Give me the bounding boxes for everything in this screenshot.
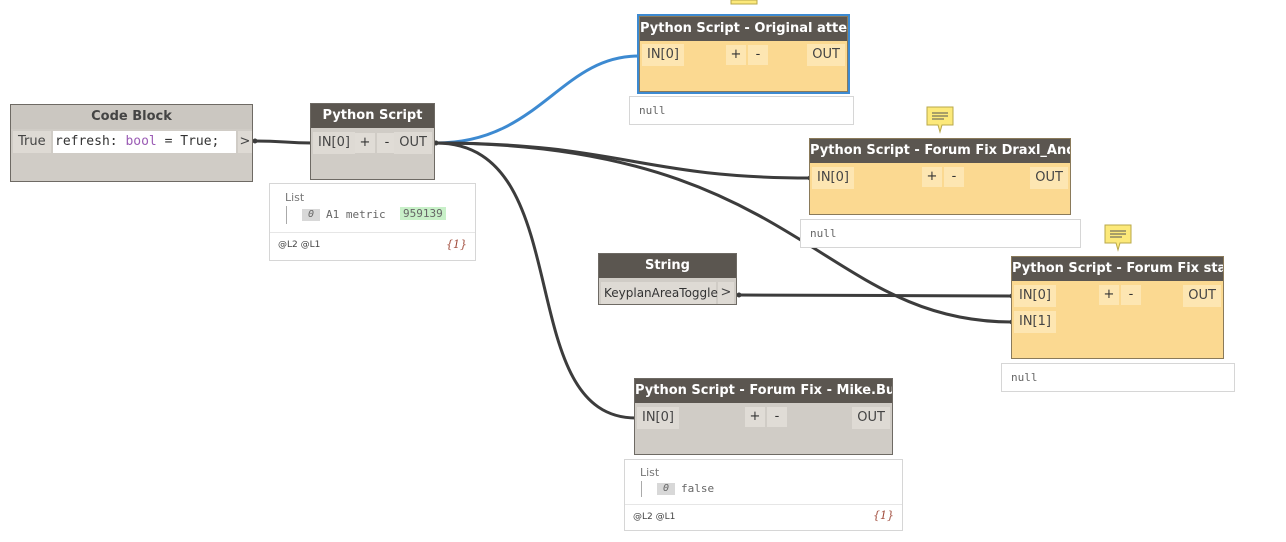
preview-value: 959139 [400, 207, 446, 220]
list-index: 0 [657, 483, 675, 495]
input-port-1[interactable]: IN[1] [1014, 311, 1056, 333]
draxl-preview: null [800, 219, 1081, 248]
input-port-0[interactable]: IN[0] [1014, 285, 1056, 307]
note-icon[interactable] [926, 106, 954, 134]
output-port[interactable]: OUT [807, 44, 845, 66]
list-label: List [640, 466, 660, 479]
python-script-buttery-node[interactable]: Python Script - Forum Fix - Mike.Buttery… [634, 378, 893, 455]
list-label: List [285, 191, 305, 204]
remove-input-button[interactable]: - [767, 407, 787, 427]
code-text: = True; [156, 134, 220, 149]
original-preview: null [629, 96, 854, 125]
output-port[interactable]: OUT [394, 132, 432, 154]
list-levels: @L2 @L1 [278, 240, 321, 250]
input-port[interactable]: IN[0] [313, 132, 355, 154]
item-count: {1} [446, 238, 467, 251]
wire-python-to-original[interactable] [435, 54, 640, 145]
item-count: {1} [873, 509, 894, 522]
output-port[interactable]: OUT [1183, 285, 1221, 307]
string-node[interactable]: String KeyplanAreaToggle > [598, 253, 737, 305]
add-input-button[interactable]: + [726, 45, 746, 65]
add-input-button[interactable]: + [745, 407, 765, 427]
add-input-button[interactable]: + [355, 133, 375, 153]
string-value-input[interactable]: KeyplanAreaToggle [601, 282, 718, 304]
input-port[interactable]: True [13, 131, 51, 153]
input-port[interactable]: IN[0] [812, 167, 854, 189]
note-icon[interactable] [730, 0, 758, 8]
code-block-node[interactable]: Code Block True refresh: bool = True; > [10, 104, 253, 182]
remove-input-button[interactable]: - [1121, 285, 1141, 305]
note-icon[interactable] [1104, 224, 1132, 252]
input-port[interactable]: IN[0] [642, 44, 684, 66]
node-title: String [599, 254, 736, 278]
node-title: Python Script - Forum Fix - Mike.Buttery [635, 379, 892, 403]
preview-value: false [681, 482, 715, 495]
input-port[interactable]: IN[0] [637, 407, 679, 429]
output-port[interactable]: OUT [1030, 167, 1068, 189]
buttery-preview: List 0 false @L2 @L1 {1} [624, 459, 903, 531]
python-script-staylor-node[interactable]: Python Script - Forum Fix staylor IN[0] … [1011, 256, 1224, 359]
code-editor[interactable]: refresh: bool = True; [53, 131, 236, 153]
node-title: Python Script [311, 104, 434, 128]
output-port[interactable]: > [718, 282, 734, 304]
add-input-button[interactable]: + [1099, 285, 1119, 305]
python-script-node[interactable]: Python Script IN[0] + - OUT [310, 103, 435, 180]
list-index: 0 [302, 209, 320, 221]
python-script-draxl-node[interactable]: Python Script - Forum Fix Draxl_Andreas … [809, 138, 1071, 215]
add-input-button[interactable]: + [922, 167, 942, 187]
staylor-preview: null [1001, 363, 1235, 392]
code-type-keyword: bool [125, 134, 157, 149]
node-title: Python Script - Original attempt [640, 17, 847, 41]
preview-key: A1 metric [326, 208, 386, 221]
remove-input-button[interactable]: - [944, 167, 964, 187]
wire-code-to-python[interactable] [254, 139, 313, 145]
node-title: Code Block [11, 105, 252, 129]
remove-input-button[interactable]: - [748, 45, 768, 65]
remove-input-button[interactable]: - [377, 133, 397, 153]
wire-string-to-staylor[interactable] [738, 293, 1013, 298]
python-script-original-node[interactable]: Python Script - Original attempt IN[0] +… [637, 14, 850, 94]
node-title: Python Script - Forum Fix staylor [1012, 257, 1223, 281]
list-levels: @L2 @L1 [633, 512, 676, 522]
output-port[interactable]: > [238, 131, 252, 153]
node-title: Python Script - Forum Fix Draxl_Andreas [810, 139, 1070, 163]
wire-python-to-draxl[interactable] [435, 141, 811, 180]
code-text: refresh: [55, 134, 126, 149]
output-port[interactable]: OUT [852, 407, 890, 429]
python-script-preview: List 0 A1 metric 959139 @L2 @L1 {1} [269, 183, 476, 261]
